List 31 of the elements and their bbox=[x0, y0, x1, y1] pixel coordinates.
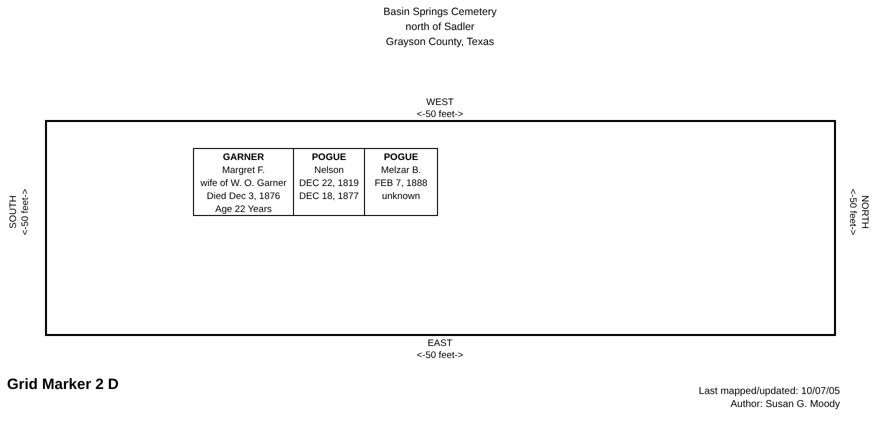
grave-text: Age 22 Years bbox=[214, 203, 273, 216]
direction-label: EAST bbox=[426, 338, 454, 350]
direction-label: NORTH bbox=[858, 194, 870, 231]
dimension-label: <-50 feet-> bbox=[416, 109, 464, 121]
grave-text: Died Dec 3, 1876 bbox=[206, 190, 282, 203]
grave-text: unknown bbox=[380, 190, 422, 203]
grave-text: DEC 18, 1877 bbox=[298, 190, 360, 203]
update-note: Last mapped/updated: 10/07/05 bbox=[698, 386, 840, 397]
map-title: Grayson County, Texas bbox=[384, 35, 496, 50]
grave-text: wife of W. O. Garner bbox=[199, 177, 288, 190]
grave-text: FEB 7, 1888 bbox=[374, 177, 428, 190]
grave-surname: POGUE bbox=[310, 151, 348, 164]
grave-marker bbox=[193, 148, 294, 216]
grave-text: Nelson bbox=[313, 164, 345, 177]
grave-surname: GARNER bbox=[222, 151, 266, 164]
plot-boundary bbox=[45, 120, 836, 336]
map-title: north of Sadler bbox=[404, 20, 476, 35]
direction-label: SOUTH bbox=[8, 194, 20, 231]
author-note: Author: Susan G. Moody bbox=[730, 399, 840, 410]
direction-label: WEST bbox=[425, 97, 455, 109]
grave-text: DEC 22, 1819 bbox=[298, 177, 360, 190]
grave-surname: POGUE bbox=[382, 151, 420, 164]
grave-marker bbox=[364, 148, 438, 216]
dimension-label: <-50 feet-> bbox=[416, 350, 464, 362]
grave-marker bbox=[293, 148, 365, 216]
dimension-label: <-50 feet-> bbox=[846, 188, 858, 236]
grave-text: Margret F. bbox=[221, 164, 266, 177]
dimension-label: <-50 feet-> bbox=[20, 188, 32, 236]
map-title: Basin Springs Cemetery bbox=[382, 5, 498, 20]
grid-marker-label: Grid Marker 2 D bbox=[7, 376, 119, 393]
grave-text: Melzar B. bbox=[380, 164, 422, 177]
